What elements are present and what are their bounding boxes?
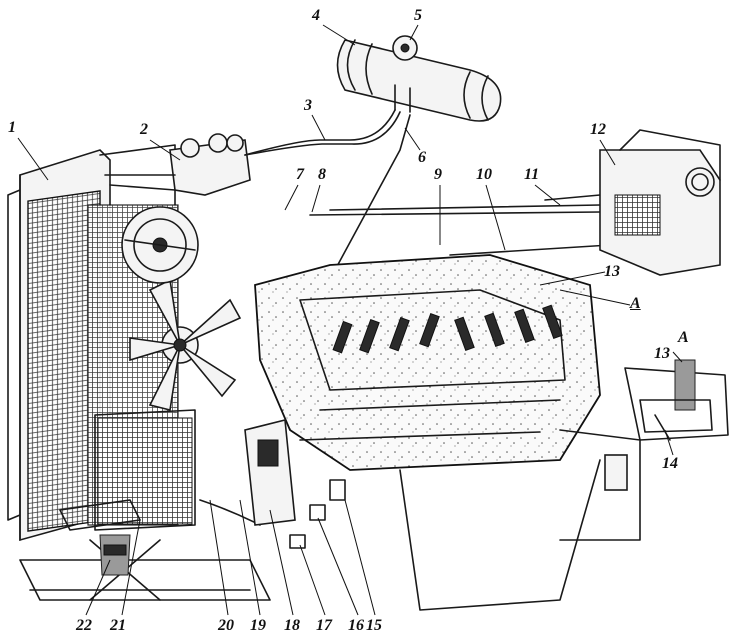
pulley — [121, 206, 199, 284]
callout-20: 20 — [218, 617, 234, 634]
callout-13: 13 — [604, 263, 620, 280]
callout-18: 18 — [284, 617, 300, 634]
expansion-tank — [336, 35, 502, 122]
callout-12: 12 — [590, 121, 606, 138]
heater-unit — [599, 129, 721, 276]
callout-2: 2 — [140, 121, 148, 138]
leader-lines — [17, 24, 683, 616]
fan — [129, 278, 242, 411]
callout-21: 21 — [110, 617, 126, 634]
callout-4: 4 — [312, 7, 320, 24]
callout-11: 11 — [524, 166, 540, 183]
engine-block — [254, 254, 641, 611]
callout-7: 7 — [296, 166, 304, 183]
callout-6: 6 — [418, 149, 426, 166]
support-frame — [19, 539, 271, 601]
callout-5: 5 — [414, 7, 422, 24]
lower-pipes — [199, 418, 346, 549]
callout-a-detail: A — [678, 329, 689, 346]
injectors — [332, 304, 563, 354]
callout-1: 1 — [8, 119, 16, 136]
callout-a: A — [630, 295, 641, 312]
thermostat-housing — [104, 133, 251, 196]
callout-14: 14 — [662, 455, 678, 472]
callout-8: 8 — [318, 166, 326, 183]
callout-15: 15 — [366, 617, 382, 634]
callout-22: 22 — [76, 617, 92, 634]
hoses — [244, 109, 691, 271]
callout-16: 16 — [348, 617, 364, 634]
callout-13-detail: 13 — [654, 345, 670, 362]
callout-19: 19 — [250, 617, 266, 634]
callout-17: 17 — [316, 617, 332, 634]
callout-3: 3 — [304, 97, 312, 114]
callout-10: 10 — [476, 166, 492, 183]
callout-9: 9 — [434, 166, 442, 183]
detail-view-a — [624, 359, 729, 441]
